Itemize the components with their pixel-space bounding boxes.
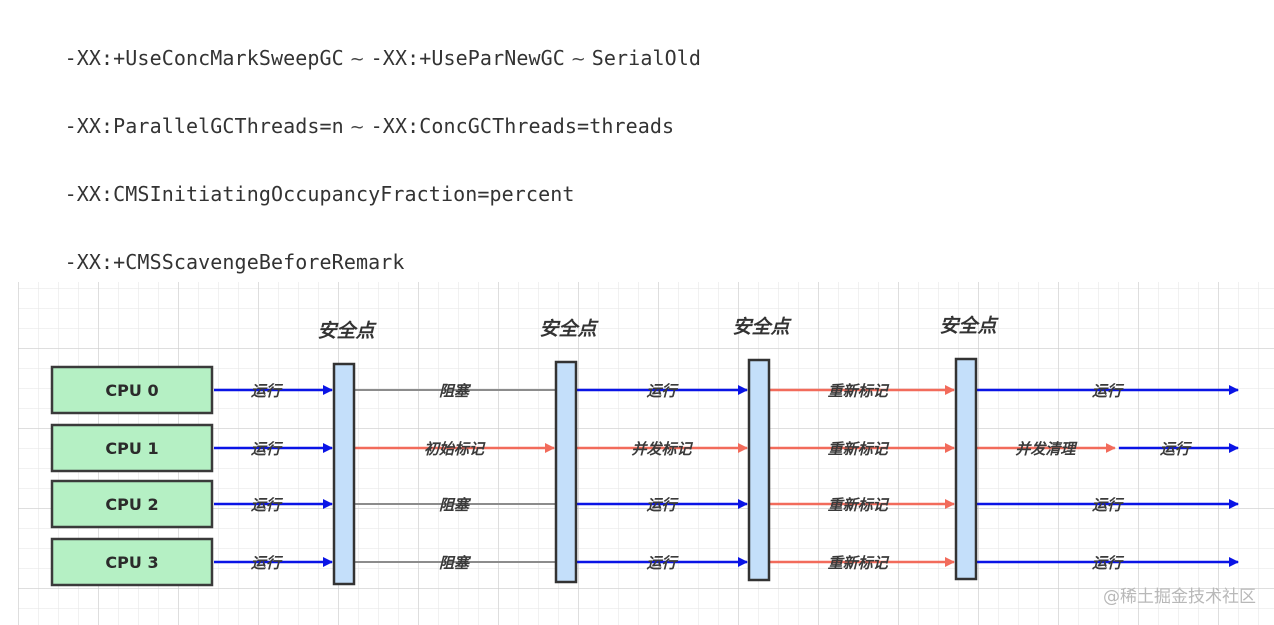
cpu3-concurrent-sweep-label: 运行 <box>1092 554 1125 572</box>
cpu1-before-safepoint-1-label: 运行 <box>251 440 284 458</box>
cpu-box-1: CPU 1 <box>50 423 214 473</box>
cpu3-remark-label: 重新标记 <box>828 554 890 572</box>
safepoint-bar <box>332 362 356 586</box>
cpu-boxes: CPU 0 CPU 1 CPU 2 CPU 3 <box>50 365 214 587</box>
flag-cms-initiating-occupancy: -XX:CMSInitiatingOccupancyFraction=perce… <box>64 182 575 206</box>
cpu0-before-safepoint-1-label: 运行 <box>251 382 284 400</box>
cpu1-concurrent-mark-label: 并发标记 <box>631 440 693 458</box>
flag-line-threads: -XX:ParallelGCThreads=n ~ -XX:ConcGCThre… <box>16 90 675 162</box>
diagram-canvas: CPU 0CPU 1CPU 2CPU 3 安全点安全点安全点安全点 运行运行运行… <box>50 315 1239 587</box>
cpu2-before-safepoint-1-label: 运行 <box>251 496 284 514</box>
cpu-label: CPU 0 <box>105 381 158 400</box>
safepoint-3: 安全点 <box>732 316 792 582</box>
safepoint-label: 安全点 <box>539 318 599 340</box>
flag-line-occupancy: -XX:CMSInitiatingOccupancyFraction=perce… <box>16 158 575 230</box>
cpu0-concurrent-sweep-label: 运行 <box>1092 382 1125 400</box>
cpu0-initial-mark-label: 阻塞 <box>439 382 472 400</box>
cpu1-remark-label: 重新标记 <box>828 440 890 458</box>
cpu-box-2: CPU 2 <box>50 479 214 529</box>
tilde-separator: ~ <box>564 49 592 70</box>
safepoint-bar <box>747 358 771 582</box>
cpu-rect <box>50 365 214 415</box>
flag-line-scavenge: -XX:+CMSScavengeBeforeRemark <box>16 226 405 298</box>
tilde-separator: ~ <box>343 117 371 138</box>
cpu-rect <box>50 479 214 529</box>
safepoint-1: 安全点 <box>317 320 377 586</box>
safepoint-label: 安全点 <box>317 320 377 342</box>
cpu1-concurrent-sweep-a-label: 并发清理 <box>1015 440 1078 458</box>
timeline-segments <box>214 385 1239 567</box>
safepoint-label: 安全点 <box>939 315 999 337</box>
safepoint-bar <box>954 357 978 581</box>
cpu1-initial-mark-label: 初始标记 <box>424 440 486 458</box>
cpu-box-3: CPU 3 <box>50 537 214 587</box>
cpu1-concurrent-sweep-b-label: 运行 <box>1160 440 1193 458</box>
safepoint-2: 安全点 <box>539 318 599 584</box>
cpu2-concurrent-mark-label: 运行 <box>646 496 679 514</box>
flag-use-cms: -XX:+UseConcMarkSweepGC <box>64 46 344 70</box>
cpu0-concurrent-mark-label: 运行 <box>646 382 679 400</box>
safepoint-label: 安全点 <box>732 316 792 338</box>
cpu3-before-safepoint-1-label: 运行 <box>251 554 284 572</box>
flag-cms-scavenge-before-remark: -XX:+CMSScavengeBeforeRemark <box>64 250 405 274</box>
flag-parallel-gc-threads: -XX:ParallelGCThreads=n <box>64 114 344 138</box>
flag-use-parnew: -XX:+UseParNewGC <box>370 46 565 70</box>
cpu-rect <box>50 423 214 473</box>
cpu-label: CPU 1 <box>105 439 158 458</box>
segment-labels: 运行运行运行运行阻塞初始标记阻塞阻塞运行并发标记运行运行重新标记重新标记重新标记… <box>251 382 1193 572</box>
flag-conc-gc-threads: -XX:ConcGCThreads=threads <box>370 114 675 138</box>
cpu2-initial-mark-label: 阻塞 <box>439 496 472 514</box>
cpu3-initial-mark-label: 阻塞 <box>439 554 472 572</box>
cpu3-concurrent-mark-label: 运行 <box>646 554 679 572</box>
cpu-label: CPU 3 <box>105 553 158 572</box>
flag-line-cms-parnew: -XX:+UseConcMarkSweepGC ~ -XX:+UseParNew… <box>16 22 701 94</box>
cpu-rect <box>50 537 214 587</box>
safepoint-bars: 安全点 安全点 安全点 安全点 <box>317 315 999 586</box>
cpu2-remark-label: 重新标记 <box>828 496 890 514</box>
cpu-box-0: CPU 0 <box>50 365 214 415</box>
watermark: @稀土掘金技术社区 <box>1103 587 1256 607</box>
cpu2-concurrent-sweep-label: 运行 <box>1092 496 1125 514</box>
flag-serial-old: SerialOld <box>591 46 702 70</box>
cpu0-remark-label: 重新标记 <box>828 382 890 400</box>
cpu-label: CPU 2 <box>105 495 158 514</box>
safepoint-4: 安全点 <box>939 315 999 581</box>
tilde-separator: ~ <box>343 49 371 70</box>
safepoint-bar <box>554 360 578 584</box>
